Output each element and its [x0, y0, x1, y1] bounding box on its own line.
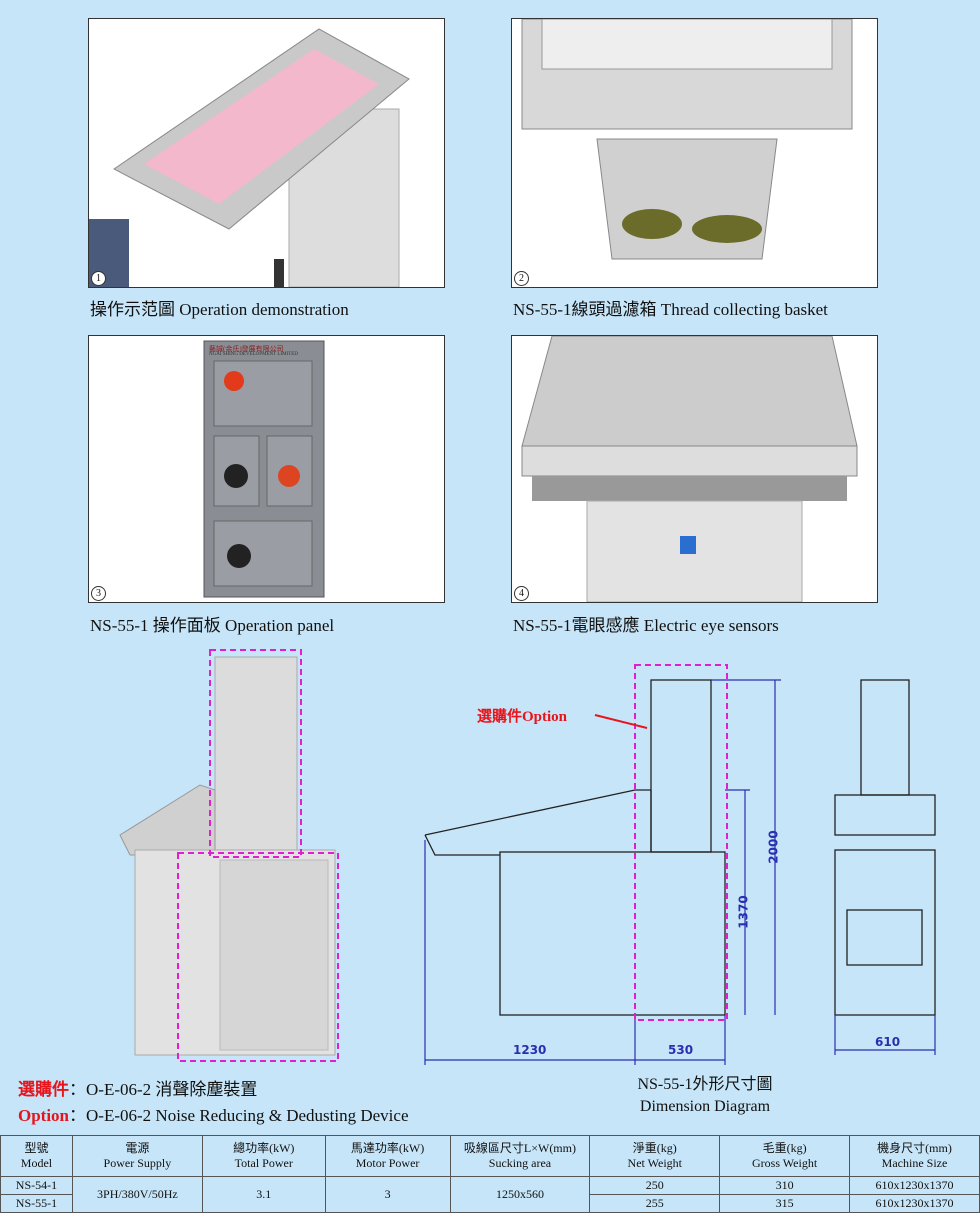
dimension-title: NS-55-1外形尺寸圖 Dimension Diagram	[600, 1074, 810, 1118]
option-machine-photo	[119, 649, 339, 1062]
gross-weight-cell: 315	[719, 1194, 851, 1213]
dim-height-body: 1370	[736, 895, 751, 929]
dimension-title-cn: NS-55-1外形尺寸圖	[637, 1076, 773, 1093]
gross-weight-cell: 310	[719, 1176, 851, 1195]
table-row: NS-55-1 255 315 610x1230x1370	[0, 1194, 980, 1213]
motor-power-cell: 3	[324, 1176, 451, 1213]
photo-number: 2	[514, 271, 529, 286]
photo-electric-eye: 4	[511, 335, 878, 603]
model-cell: NS-54-1	[0, 1176, 73, 1195]
table-row: NS-54-1 3PH/380V/50Hz 3.1 3 1250x560 250…	[0, 1176, 980, 1213]
net-weight-cell: 255	[589, 1194, 721, 1213]
panel-photo-image	[203, 340, 325, 598]
photo-number: 1	[91, 271, 106, 286]
header-cell: 毛重(kg)Gross Weight	[719, 1135, 851, 1177]
header-cell: 總功率(kW)Total Power	[201, 1135, 326, 1177]
option-label-en: Option	[18, 1106, 70, 1125]
option-label-cn: 選購件	[18, 1080, 69, 1099]
option-text-cn: O-E-06-2 消聲除塵裝置	[86, 1080, 258, 1099]
panel-brand: 藝誠(余氏)發展有限公司	[209, 345, 284, 353]
photo-operation-demonstration: 1	[88, 18, 445, 288]
sep: ：	[69, 1106, 87, 1125]
machine-photo-image	[89, 28, 410, 287]
dim-width: 610	[875, 1035, 901, 1049]
total-power-cell: 3.1	[201, 1176, 326, 1213]
dimension-title-en: Dimension Diagram	[639, 1098, 771, 1115]
photo-caption: NS-55-1線頭過濾箱 Thread collecting basket	[513, 300, 828, 319]
photo-operation-panel: 藝誠(余氏)發展有限公司 NGAI SHING DEVELOPMENT LIMI…	[88, 335, 445, 603]
basket-photo-image	[521, 19, 853, 260]
header-cell: 淨重(kg)Net Weight	[589, 1135, 721, 1177]
option-line-cn: 選購件：O-E-06-2 消聲除塵裝置	[18, 1075, 257, 1100]
header-cell: 吸線區尺寸L×W(mm)Sucking area	[449, 1135, 591, 1177]
net-weight-cell: 250	[589, 1176, 721, 1195]
photo-caption: 操作示范圖 Operation demonstration	[90, 300, 349, 319]
machine-size-cell: 610x1230x1370	[849, 1194, 980, 1213]
machine-size-cell: 610x1230x1370	[849, 1176, 980, 1195]
dim-length: 1230	[513, 1043, 547, 1057]
header-cell: 機身尺寸(mm)Machine Size	[849, 1135, 980, 1177]
dim-depth: 530	[668, 1043, 694, 1057]
model-cell: NS-55-1	[0, 1194, 73, 1213]
power-supply-cell: 3PH/380V/50Hz	[71, 1176, 203, 1213]
dimension-diagram	[424, 664, 936, 1065]
option-callout: 選購件Option	[477, 709, 568, 725]
photo-number: 4	[514, 586, 529, 601]
photo-number: 3	[91, 586, 106, 601]
option-line-en: Option：O-E-06-2 Noise Reducing & Dedusti…	[18, 1101, 408, 1126]
header-cell: 馬達功率(kW)Motor Power	[324, 1135, 451, 1177]
dim-height-total: 2000	[766, 830, 781, 864]
photo-thread-basket: 2	[511, 18, 878, 288]
photo-caption: NS-55-1電眼感應 Electric eye sensors	[513, 616, 779, 635]
option-text-en: O-E-06-2 Noise Reducing & Dedusting Devi…	[86, 1106, 409, 1125]
panel-brand-en: NGAI SHING DEVELOPMENT LIMITED	[209, 352, 298, 357]
sucking-area-cell: 1250x560	[449, 1176, 591, 1213]
sep: ：	[69, 1080, 86, 1099]
sensor-photo-image	[521, 336, 858, 602]
photo-caption: NS-55-1 操作面板 Operation panel	[90, 616, 335, 635]
